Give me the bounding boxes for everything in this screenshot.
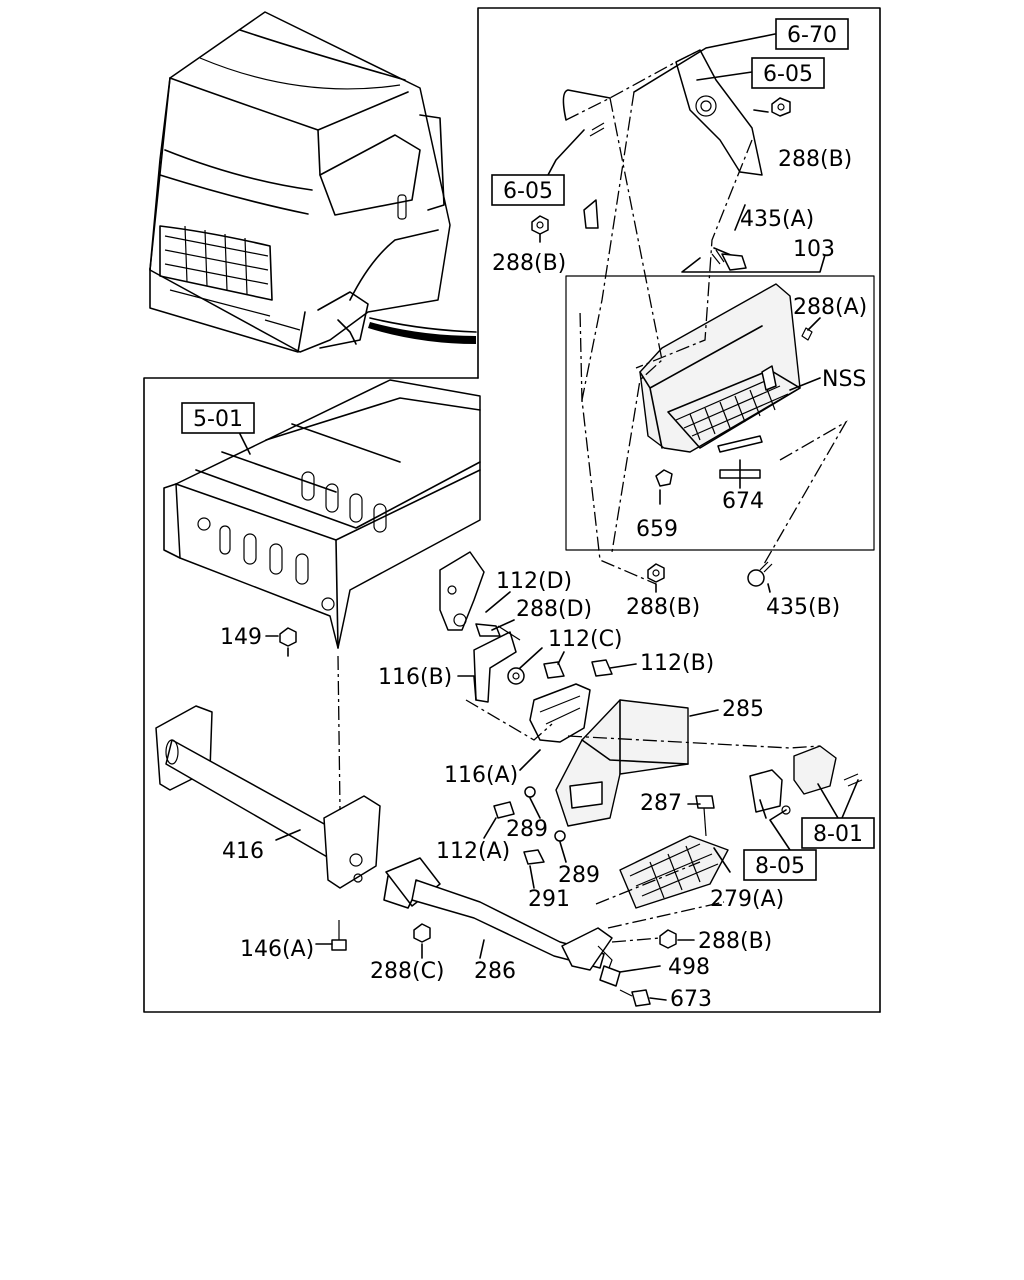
- part-label-288c: 288(C): [370, 959, 445, 984]
- washer-289-lower: [554, 830, 566, 842]
- bracket-116: [473, 631, 591, 743]
- bolt-112b: [591, 659, 613, 677]
- bolt-435a: [721, 253, 747, 271]
- part-label-279a: 279(A): [710, 887, 784, 912]
- step-assembly-103: [565, 275, 875, 551]
- part-label-285: 285: [722, 697, 764, 722]
- part-label-289-lower: 289: [558, 863, 600, 888]
- part-label-112d: 112(D): [496, 569, 572, 594]
- part-label-288b-left: 288(B): [492, 251, 566, 276]
- part-label-288a: 288(A): [793, 295, 867, 320]
- part-label-435a: 435(A): [740, 207, 814, 232]
- bolt-112d: [475, 623, 501, 637]
- part-label-288d: 288(D): [516, 597, 592, 622]
- part-label-289-upper: 289: [506, 817, 548, 842]
- nut-288b-top: [771, 97, 791, 117]
- bolt-673: [631, 989, 651, 1007]
- part-label-112b: 112(B): [640, 651, 714, 676]
- part-label-659: 659: [636, 517, 678, 542]
- part-label-674: 674: [722, 489, 764, 514]
- truck-cab-illustration: [149, 11, 477, 353]
- part-label-416: 416: [222, 839, 264, 864]
- callout-6-05-top: 6-05: [763, 62, 813, 87]
- lamp-8-01: [749, 745, 863, 815]
- part-label-146a: 146(A): [240, 937, 314, 962]
- part-label-116a: 116(A): [444, 763, 518, 788]
- part-label-673: 673: [670, 987, 712, 1012]
- nut-288b-left: [531, 215, 549, 235]
- callout-8-05: 8-05: [755, 854, 805, 879]
- clip-498: [599, 965, 621, 987]
- part-label-nss: NSS: [822, 367, 866, 392]
- bolt-291: [523, 849, 545, 865]
- part-label-288b-mid: 288(B): [626, 595, 700, 620]
- part-label-116b: 116(B): [378, 665, 452, 690]
- callout-6-70: 6-70: [787, 23, 837, 48]
- hardware-upper: [531, 97, 791, 587]
- lower-frame: [143, 377, 881, 1013]
- part-label-287: 287: [640, 791, 682, 816]
- cab-bracket-6-05: [562, 49, 763, 229]
- leader-lines-upper: [539, 33, 848, 593]
- part-label-286: 286: [474, 959, 516, 984]
- chassis-frame-5-01: [163, 379, 485, 649]
- part-label-288b-bottom: 288(B): [698, 929, 772, 954]
- nut-149: [279, 627, 297, 647]
- callout-8-01: 8-01: [813, 822, 863, 847]
- part-label-103: 103: [793, 237, 835, 262]
- crossmember-416: [155, 705, 381, 889]
- leader-lines-lower: [237, 429, 859, 1001]
- bolt-435b: [747, 569, 765, 587]
- step-bracket-286: [383, 857, 613, 977]
- part-label-498: 498: [668, 955, 710, 980]
- nut-288b-bottom: [659, 929, 677, 949]
- step-plate-285: [555, 699, 689, 827]
- washer-289-upper: [524, 786, 536, 798]
- hardware-lower: [279, 623, 715, 1007]
- callout-6-05-left: 6-05: [503, 179, 553, 204]
- bolt-287: [695, 795, 715, 809]
- nut-288b-mid: [647, 563, 665, 583]
- part-label-435b: 435(B): [766, 595, 840, 620]
- washer-288d: [507, 667, 525, 685]
- nut-288c: [413, 923, 431, 943]
- part-label-149: 149: [220, 625, 262, 650]
- bolt-112a: [493, 801, 515, 819]
- part-label-112a: 112(A): [436, 839, 510, 864]
- callout-5-01: 5-01: [193, 407, 243, 432]
- bolt-112c: [543, 661, 565, 679]
- bolt-146a: [331, 939, 347, 951]
- part-label-291: 291: [528, 887, 570, 912]
- part-label-112c: 112(C): [548, 627, 623, 652]
- upper-right-frame: [477, 7, 881, 1013]
- part-label-288b-top: 288(B): [778, 147, 852, 172]
